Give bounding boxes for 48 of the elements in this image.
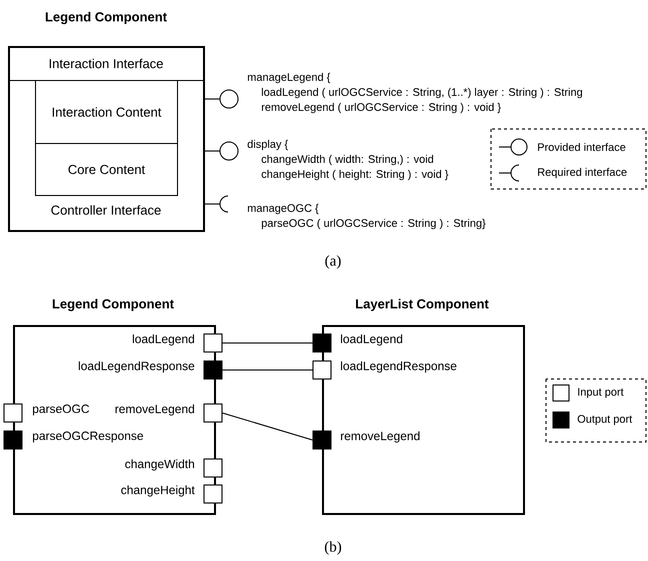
port-label: changeWidth xyxy=(125,459,194,471)
port-label: parseOGC xyxy=(32,404,90,416)
port-square xyxy=(312,334,332,352)
interface-line xyxy=(204,98,220,100)
port-label: loadLegend xyxy=(132,334,194,346)
compartment-box: Interaction Content xyxy=(35,80,178,144)
interface-line xyxy=(204,150,220,152)
port-square xyxy=(204,458,222,478)
port-label: removeLegend xyxy=(116,404,194,416)
caption: (b) xyxy=(324,541,342,555)
interface-text: changeHeight ( height: String ) : void } xyxy=(262,170,448,180)
compartment-label: Controller Interface xyxy=(51,205,161,215)
port-label: changeHeight xyxy=(121,485,195,497)
port-square xyxy=(4,430,22,450)
port-label: parseOGCResponse xyxy=(32,432,144,442)
legend-label: Output port xyxy=(578,415,632,425)
port-square xyxy=(204,360,222,380)
caption: (a) xyxy=(325,255,341,269)
interface-text: manageLegend { xyxy=(248,72,330,84)
interface-text: manageOGC { xyxy=(248,204,319,214)
port-square xyxy=(204,484,222,504)
port-square xyxy=(312,360,332,380)
connector-line xyxy=(222,342,313,344)
port-label: removeLegend xyxy=(341,431,420,443)
port-label: loadLegendResponse xyxy=(341,361,456,373)
provided-interface-symbol xyxy=(220,90,238,108)
port-label: loadLegendResponse xyxy=(78,361,194,373)
node-label: LayerList Component xyxy=(356,298,489,312)
port-label: loadLegend xyxy=(341,334,402,346)
port-square xyxy=(4,404,22,422)
port-square xyxy=(204,334,222,352)
interface-text: loadLegend ( urlOGCService : String, (1..*) layer : String ) : String xyxy=(262,88,582,98)
compartment-box: Core Content xyxy=(35,143,178,196)
port-square xyxy=(204,404,222,422)
interface-text: display { xyxy=(248,140,288,150)
compartment-box: Interaction Interface xyxy=(8,46,204,81)
node-label: Legend Component xyxy=(46,12,167,24)
node-label: Legend Component xyxy=(52,298,174,312)
legend-label: Input port xyxy=(578,388,624,398)
interface-text: parseOGC ( urlOGCService : String ) : String} xyxy=(262,218,486,230)
provided-interface-symbol xyxy=(220,142,238,160)
port-square xyxy=(312,430,332,450)
legend-label: Required interface xyxy=(538,168,627,178)
legend-label: Provided interface xyxy=(538,142,626,152)
interface-text: changeWidth ( width: String,) : void xyxy=(262,154,434,166)
required-interface-symbol xyxy=(220,196,228,212)
connector-line xyxy=(222,412,313,440)
interface-text: removeLegend ( urlOGCService : String ) : void } xyxy=(262,102,501,114)
